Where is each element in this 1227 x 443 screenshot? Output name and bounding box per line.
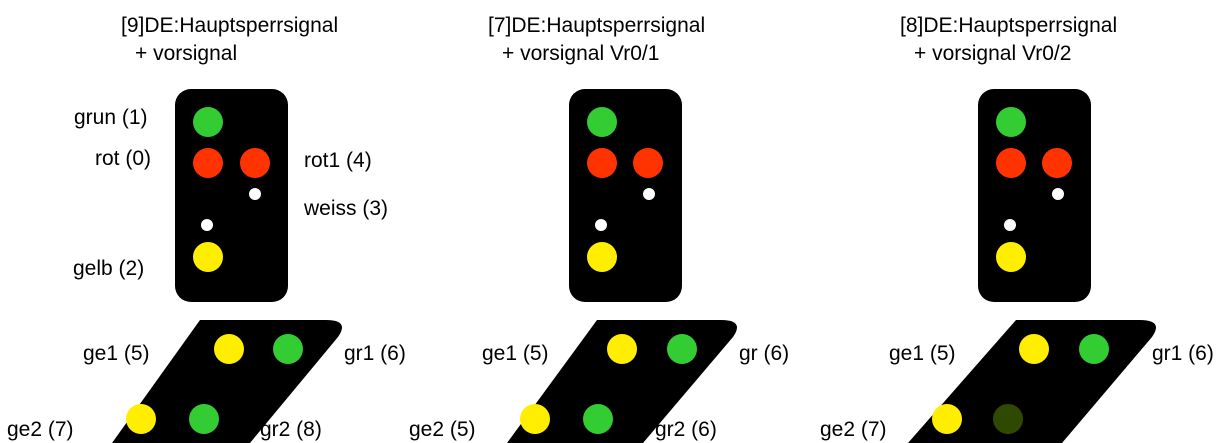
lamp-red-1 [240, 148, 270, 178]
lamp-yellow [996, 242, 1026, 272]
signal-panel-8: [8]DE:Hauptsperrsignal + vorsignal Vr0/2… [818, 0, 1227, 443]
label-ge1: ge1 (5) [83, 342, 150, 365]
signal-title: [7]DE:Hauptsperrsignal + vorsignal Vr0/1 [488, 12, 705, 68]
signal-panel-9: [9]DE:Hauptsperrsignal + vorsignal grun … [0, 0, 409, 443]
lamp-red-1 [1042, 148, 1072, 178]
lamp-gr1 [667, 334, 697, 364]
label-gr1: gr1 (6) [1152, 342, 1214, 365]
label-ge2: ge2 (5) [409, 418, 476, 441]
signal-panel-7: [7]DE:Hauptsperrsignal + vorsignal Vr0/1… [409, 0, 818, 443]
lamp-yellow [587, 242, 617, 272]
lamp-yellow [193, 242, 223, 272]
signal-title-line2: + vorsignal [135, 42, 238, 65]
signal-title-line2: + vorsignal Vr0/2 [914, 42, 1072, 65]
label-grun: grun (1) [74, 106, 148, 129]
label-ge1: ge1 (5) [482, 342, 549, 365]
lamp-white-lower [201, 219, 213, 231]
lamp-green [587, 107, 617, 137]
lamp-red [587, 148, 617, 178]
label-ge2: ge2 (7) [820, 418, 887, 441]
lamp-white-lower [595, 219, 607, 231]
lamp-gr1 [1079, 334, 1109, 364]
lamp-green [193, 107, 223, 137]
signal-title: [9]DE:Hauptsperrsignal + vorsignal [121, 12, 338, 68]
lamp-ge2 [932, 404, 962, 434]
lamp-red [193, 148, 223, 178]
lamp-white-upper [1052, 188, 1064, 200]
distant-signal-housing [112, 320, 342, 443]
signal-title: [8]DE:Hauptsperrsignal + vorsignal Vr0/2 [900, 12, 1117, 68]
lamp-red-1 [633, 148, 663, 178]
lamp-gr2-dark [993, 404, 1023, 434]
label-rot: rot (0) [95, 147, 152, 170]
label-gr2: gr2 (6) [655, 418, 717, 441]
lamp-red [996, 148, 1026, 178]
label-gr: gr (6) [739, 342, 790, 365]
lamp-ge1 [1019, 334, 1049, 364]
lamp-white-lower [1004, 219, 1016, 231]
distant-signal-housing [908, 320, 1156, 443]
label-gelb: gelb (2) [73, 257, 145, 280]
signal-title-line1: [8]DE:Hauptsperrsignal [900, 14, 1118, 37]
distant-signal-housing [507, 320, 737, 443]
signal-title-line1: [7]DE:Hauptsperrsignal [488, 14, 706, 37]
lamp-green [996, 107, 1026, 137]
lamp-gr2 [189, 404, 219, 434]
label-gr1: gr1 (6) [344, 342, 406, 365]
lamp-gr1 [273, 334, 303, 364]
signal-title-line2: + vorsignal Vr0/1 [502, 42, 660, 65]
lamp-ge1 [214, 334, 244, 364]
label-weiss: weiss (3) [304, 197, 389, 220]
lamp-white-upper [643, 188, 655, 200]
lamp-white-upper [249, 188, 261, 200]
label-rot1: rot1 (4) [304, 149, 372, 172]
lamp-ge2 [520, 404, 550, 434]
label-gr2: gr2 (8) [260, 418, 322, 441]
lamp-ge2 [126, 404, 156, 434]
label-ge2: ge2 (7) [7, 418, 74, 441]
lamp-gr2 [583, 404, 613, 434]
label-ge1: ge1 (5) [889, 342, 956, 365]
signal-title-line1: [9]DE:Hauptsperrsignal [121, 14, 339, 37]
lamp-ge1 [607, 334, 637, 364]
